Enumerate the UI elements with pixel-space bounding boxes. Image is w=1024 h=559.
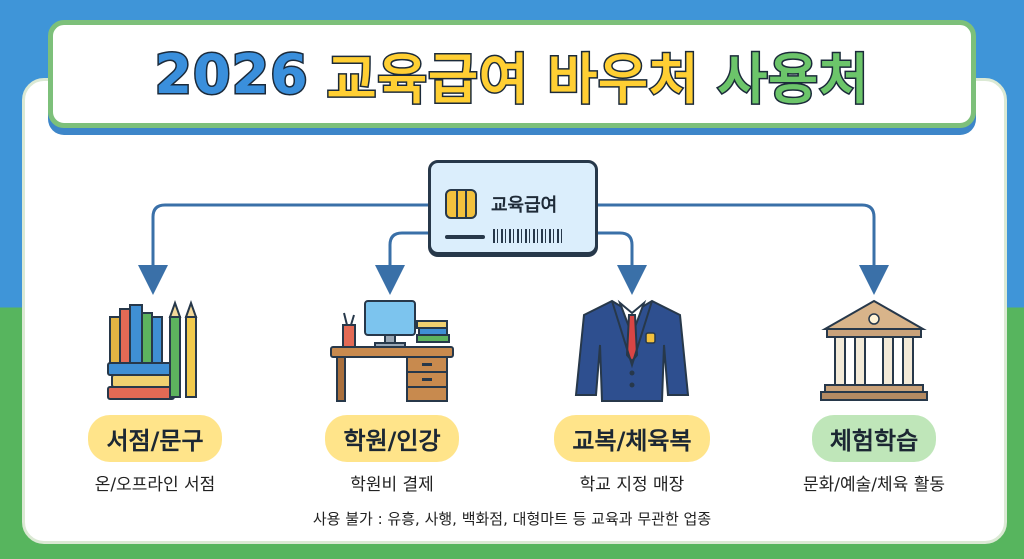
arrow-left-inner bbox=[375, 231, 445, 295]
category-academy: 학원/인강 학원비 결제 bbox=[282, 290, 502, 495]
content-panel bbox=[22, 78, 1007, 544]
category-uniform: 교복/체육복 학교 지정 매장 bbox=[522, 290, 742, 495]
category-bookstore: 서점/문구 온/오프라인 서점 bbox=[45, 290, 265, 495]
arrow-left-outer bbox=[138, 203, 428, 295]
category-description: 학교 지정 매장 bbox=[579, 475, 685, 495]
category-label: 교복/체육복 bbox=[554, 415, 710, 462]
chip-icon bbox=[445, 189, 477, 219]
category-label: 서점/문구 bbox=[88, 415, 222, 462]
museum-icon bbox=[820, 299, 928, 401]
title-word-1: 교육급여 bbox=[325, 46, 530, 112]
barcode-icon bbox=[493, 229, 563, 243]
title-year: 2026 bbox=[153, 41, 309, 107]
title-word-2: 바우처 bbox=[546, 46, 700, 112]
books-pencils-icon bbox=[107, 300, 198, 400]
category-description: 학원비 결제 bbox=[350, 475, 434, 495]
school-uniform-icon bbox=[574, 299, 690, 402]
arrow-right-inner bbox=[585, 231, 647, 295]
category-field-trip: 체험학습 문화/예술/체육 활동 bbox=[764, 290, 984, 495]
title-banner: 2026 교육급여 바우처 사용처 bbox=[48, 20, 976, 128]
voucher-card: 교육급여 bbox=[428, 160, 598, 255]
card-stripe bbox=[445, 235, 485, 239]
title-word-3: 사용처 bbox=[716, 46, 870, 112]
card-label: 교육급여 bbox=[491, 195, 558, 216]
arrow-right-outer bbox=[598, 203, 889, 295]
desk-computer-icon bbox=[330, 300, 454, 402]
category-description: 온/오프라인 서점 bbox=[94, 475, 216, 495]
category-label: 체험학습 bbox=[811, 415, 937, 462]
category-label: 학원/인강 bbox=[325, 415, 459, 462]
usage-restriction-note: 사용 불가 : 유흥, 사행, 백화점, 대형마트 등 교육과 무관한 업종 bbox=[312, 510, 712, 528]
category-description: 문화/예술/체육 활동 bbox=[803, 475, 945, 495]
